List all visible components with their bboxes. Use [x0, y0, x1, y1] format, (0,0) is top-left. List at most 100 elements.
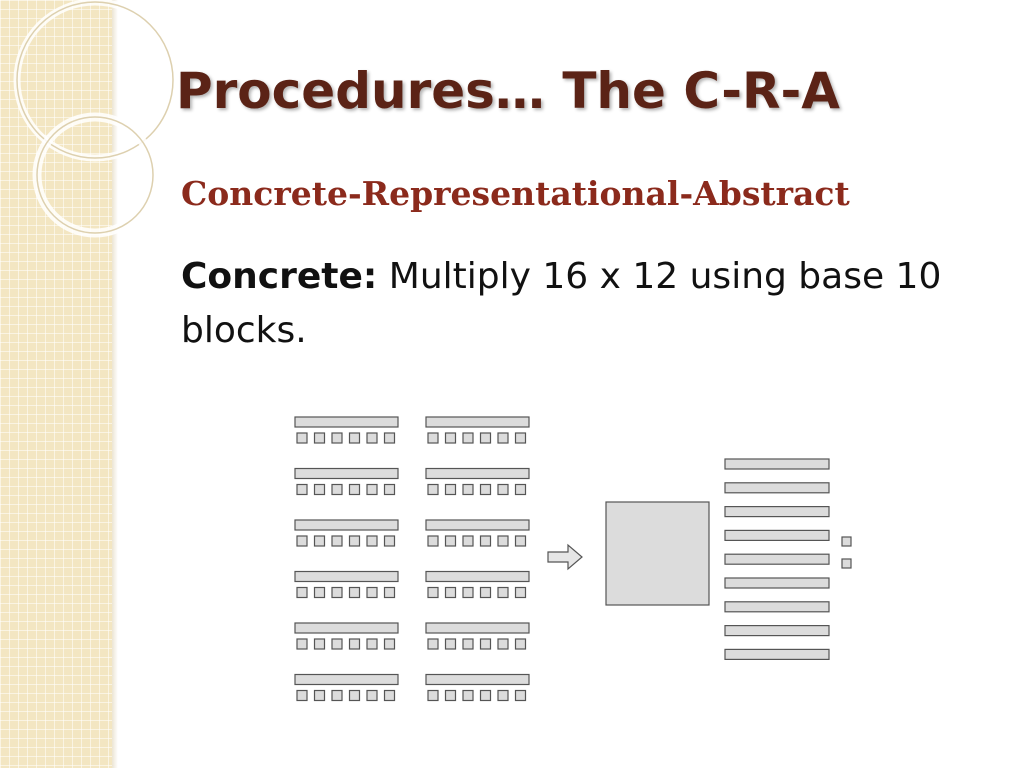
unit-cube [366, 535, 378, 547]
slide-title: Procedures… The C-R-A [176, 62, 840, 120]
ten-rod [294, 467, 399, 480]
unit-cube [444, 535, 457, 547]
unit-cube [383, 432, 396, 444]
ten-rod [425, 519, 530, 531]
unit-cube [514, 432, 527, 444]
hundred-flat [605, 501, 710, 606]
unit-cube [479, 432, 492, 444]
body-label: Concrete: [181, 256, 378, 297]
body-line-2: blocks. [181, 310, 307, 351]
unit-cube [841, 536, 852, 547]
unit-cube [462, 689, 474, 702]
ten-rod [425, 673, 530, 686]
unit-cube [427, 535, 439, 547]
unit-cube [366, 638, 378, 650]
unit-cube [348, 689, 361, 702]
unit-cube [313, 638, 326, 650]
unit-cube [444, 689, 457, 702]
unit-cube [479, 483, 492, 496]
unit-cube [331, 586, 343, 599]
unit-cube [497, 586, 509, 599]
unit-cube [348, 483, 361, 496]
unit-cube [497, 535, 509, 547]
unit-cube [427, 586, 439, 599]
unit-cube [497, 483, 509, 496]
unit-cube [313, 483, 326, 496]
unit-cube [366, 483, 378, 496]
unit-cube [296, 638, 308, 650]
ten-rod [724, 482, 830, 494]
unit-cube [383, 689, 396, 702]
body-paragraph: Concrete: Multiply 16 x 12 using base 10… [181, 250, 961, 358]
unit-cube [296, 535, 308, 547]
ten-rod [724, 625, 830, 637]
unit-cube [331, 483, 343, 496]
body-line-1: Multiply 16 x 12 using base 10 [388, 256, 942, 297]
unit-cube [296, 483, 308, 496]
ten-rod [724, 577, 830, 589]
unit-cube [348, 638, 361, 650]
unit-cube [366, 689, 378, 702]
ten-rod [425, 467, 530, 480]
unit-cube [514, 535, 527, 547]
unit-cube [497, 432, 509, 444]
unit-cube [383, 638, 396, 650]
unit-cube [427, 638, 439, 650]
unit-cube [479, 689, 492, 702]
unit-cube [331, 432, 343, 444]
ten-rod [724, 648, 830, 660]
unit-cube [331, 638, 343, 650]
unit-cube [427, 432, 439, 444]
ten-rod [425, 622, 530, 634]
ten-rod [294, 673, 399, 686]
unit-cube [331, 535, 343, 547]
unit-cube [514, 689, 527, 702]
unit-cube [444, 483, 457, 496]
ten-rod [724, 505, 830, 518]
ten-rod [724, 458, 830, 470]
unit-cube [313, 535, 326, 547]
unit-cube [348, 586, 361, 599]
unit-cube [348, 432, 361, 444]
sidebar-shadow [112, 0, 118, 768]
ten-rod [425, 416, 530, 428]
unit-cube [479, 535, 492, 547]
unit-cube [313, 432, 326, 444]
unit-cube [444, 638, 457, 650]
unit-cube [366, 432, 378, 444]
unit-cube [427, 483, 439, 496]
unit-cube [462, 586, 474, 599]
ten-rod [294, 570, 399, 583]
unit-cube [296, 689, 308, 702]
unit-cube [313, 586, 326, 599]
unit-cube [348, 535, 361, 547]
unit-cube [479, 638, 492, 650]
unit-cube [383, 483, 396, 496]
unit-cube [497, 689, 509, 702]
unit-cube [383, 535, 396, 547]
unit-cube [479, 586, 492, 599]
ten-rod [724, 529, 830, 542]
slide-subtitle: Concrete-Representational-Abstract [181, 174, 850, 213]
unit-cube [514, 638, 527, 650]
decorative-rings [13, 0, 177, 238]
base-ten-blocks-figure [294, 416, 852, 702]
ten-rod [294, 416, 399, 428]
unit-cube [427, 689, 439, 702]
ten-rod [294, 519, 399, 531]
ten-rod [724, 601, 830, 613]
unit-cube [444, 432, 457, 444]
unit-cube [296, 432, 308, 444]
unit-cube [296, 586, 308, 599]
unit-cube [514, 586, 527, 599]
unit-cube [462, 638, 474, 650]
unit-cube [462, 432, 474, 444]
unit-cube [331, 689, 343, 702]
unit-cube [841, 558, 852, 569]
unit-cube [462, 535, 474, 547]
unit-cube [444, 586, 457, 599]
unit-cube [383, 586, 396, 599]
unit-cube [313, 689, 326, 702]
right-arrow-icon [547, 543, 583, 571]
